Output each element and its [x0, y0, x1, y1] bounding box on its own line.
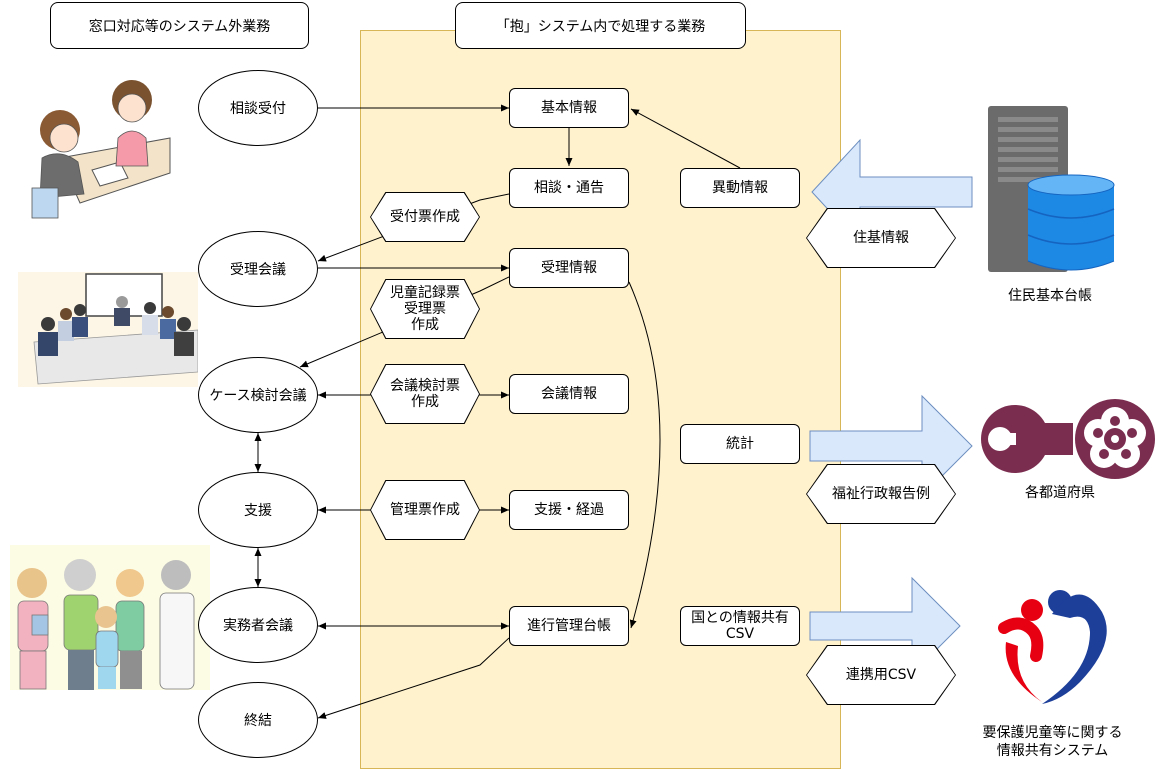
box-toukei: 統計	[680, 424, 800, 464]
process-shuketsu: 終結	[198, 682, 318, 758]
box-kuni-csv: 国との情報共有 CSV	[680, 606, 800, 646]
header-external-tasks: 窓口対応等のシステム外業務	[50, 2, 309, 49]
box-juri-jouhou: 受理情報	[509, 248, 629, 288]
label-kaku-todoufuken: 各都道府県	[1025, 485, 1095, 501]
data-renkei-csv-label: 連携用CSV	[807, 646, 955, 704]
form-kanri-hyo: 管理票作成	[370, 480, 480, 540]
box-shien-keika: 支援・経過	[509, 490, 629, 530]
box-shinkou-kanri-daichou: 進行管理台帳	[509, 606, 629, 646]
box-soudan-tsukoku: 相談・通告	[509, 168, 629, 208]
data-renkei-csv: 連携用CSV	[806, 645, 956, 705]
process-case-kentou-kaigi: ケース検討会議	[198, 357, 318, 433]
box-idou-jouhou: 異動情報	[680, 168, 800, 208]
meeting-room-illustration	[18, 272, 198, 387]
family-group-illustration	[10, 545, 210, 690]
box-kaigi-jouhou: 会議情報	[509, 374, 629, 414]
child-protection-logo-icon	[998, 590, 1107, 704]
form-kaigi-kentou-label: 会議検討票 作成	[371, 365, 479, 423]
form-uketsuke-hyo: 受付票作成	[370, 192, 480, 242]
label-juumin-kihon-daichou: 住民基本台帳	[1008, 288, 1092, 304]
form-jidou-kiroku-label: 児童記録票 受理票 作成	[371, 280, 479, 338]
process-jitsumusha-kaigi: 実務者会議	[198, 587, 318, 663]
form-jidou-kiroku: 児童記録票 受理票 作成	[370, 279, 480, 339]
header-system-tasks: 「抱」システム内で処理する業務	[455, 2, 746, 49]
data-juki-jouhou-label: 住基情報	[807, 209, 955, 267]
form-uketsuke-hyo-label: 受付票作成	[371, 193, 479, 241]
server-database-icon	[988, 106, 1115, 272]
label-youhogo-jidou-system: 要保護児童等に関する 情報共有システム	[982, 725, 1123, 759]
box-kihon-jouhou: 基本情報	[509, 88, 629, 128]
counter-consultation-illustration	[30, 80, 171, 219]
data-fukushi-houkoku: 福祉行政報告例	[806, 464, 956, 524]
form-kanri-hyo-label: 管理票作成	[371, 481, 479, 539]
data-fukushi-houkoku-label: 福祉行政報告例	[807, 465, 955, 523]
process-shien: 支援	[198, 472, 318, 548]
process-juri-kaigi: 受理会議	[198, 231, 318, 307]
form-kaigi-kentou: 会議検討票 作成	[370, 364, 480, 424]
process-soudan-uketsuke: 相談受付	[198, 70, 318, 146]
data-juki-jouhou: 住基情報	[806, 208, 956, 268]
prefecture-emblem-icon	[981, 399, 1155, 479]
